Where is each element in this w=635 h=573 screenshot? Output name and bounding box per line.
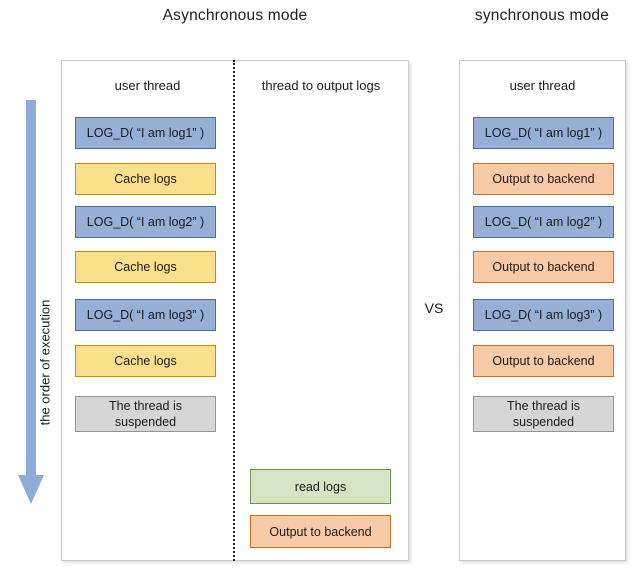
async-block-cache-logs-3[interactable]: Cache logs — [75, 345, 216, 377]
sync-block-log-d-3[interactable]: LOG_D( “I am log3” ) — [473, 299, 614, 331]
thread-divider — [233, 60, 235, 561]
sync-block-output-to-backend-1[interactable]: Output to backend — [473, 163, 614, 195]
column-header-user-thread-async: user thread — [114, 78, 181, 93]
async-block-cache-logs-1[interactable]: Cache logs — [75, 163, 216, 195]
sync-block-log-d-2[interactable]: LOG_D( “I am log2” ) — [473, 206, 614, 238]
async-block-output-to-backend[interactable]: Output to backend — [250, 515, 391, 548]
async-block-log-d-2[interactable]: LOG_D( “I am log2” ) — [75, 206, 216, 238]
sync-block-thread-suspended[interactable]: The thread is suspended — [473, 396, 614, 432]
async-block-cache-logs-2[interactable]: Cache logs — [75, 251, 216, 283]
async-mode-title: Asynchronous mode — [162, 7, 308, 24]
sync-block-output-to-backend-3[interactable]: Output to backend — [473, 345, 614, 377]
async-block-log-d-3[interactable]: LOG_D( “I am log3” ) — [75, 299, 216, 331]
sync-mode-title: synchronous mode — [474, 7, 610, 24]
async-block-log-d-1[interactable]: LOG_D( “I am log1” ) — [75, 117, 216, 149]
sync-block-log-d-1[interactable]: LOG_D( “I am log1” ) — [473, 117, 614, 149]
async-block-thread-suspended[interactable]: The thread is suspended — [75, 396, 216, 432]
execution-order-label: the order of execution — [37, 299, 53, 426]
async-block-read-logs[interactable]: read logs — [250, 469, 391, 504]
sync-block-output-to-backend-2[interactable]: Output to backend — [473, 251, 614, 283]
column-header-user-thread-sync: user thread — [509, 78, 576, 93]
vs-label: VS — [424, 300, 444, 316]
column-header-output-log-thread: thread to output logs — [261, 78, 381, 93]
execution-order-arrow: the order of execution — [17, 100, 53, 505]
